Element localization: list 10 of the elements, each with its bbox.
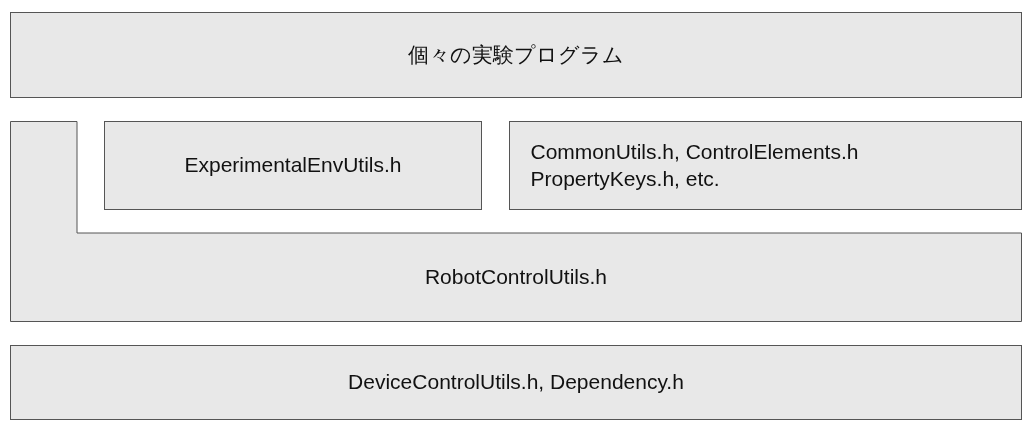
module-box (104, 121, 482, 210)
module-box (509, 121, 1022, 210)
layer-box (10, 121, 1022, 322)
layer-label: 個々の実験プログラム (408, 41, 624, 68)
layer-label: ExperimentalEnvUtils.h (184, 152, 402, 179)
layer-box (10, 12, 1022, 98)
layer-label: CommonUtils.h, ControlElements.h PropertyKeys.h, etc. (530, 139, 860, 192)
layer-label: RobotControlUtils.h (424, 264, 608, 291)
layer-box (10, 345, 1022, 420)
layer-label: DeviceControlUtils.h, Dependency.h (348, 369, 684, 396)
